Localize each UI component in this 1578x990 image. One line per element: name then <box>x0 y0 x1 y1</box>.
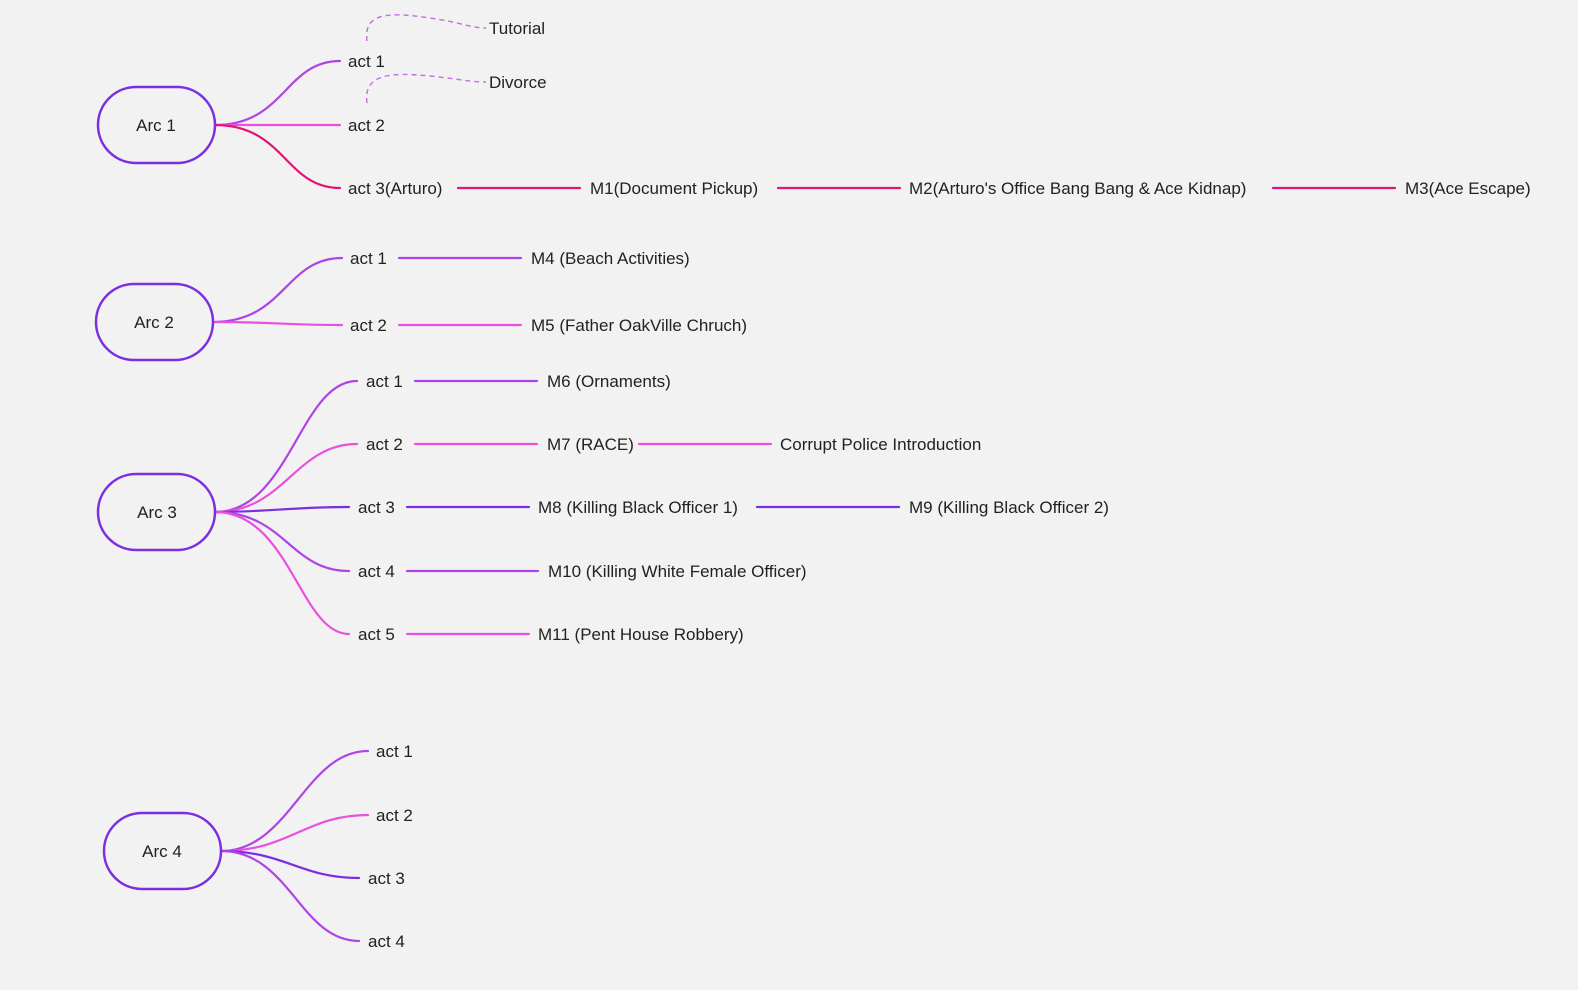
arc-3-act-4-connector <box>213 510 351 573</box>
arc-1-note-divorce-connector <box>366 73 487 104</box>
arc-3-act-2-label[interactable]: act 2 <box>366 435 403 454</box>
arc-1-mission-m2[interactable]: M2(Arturo's Office Bang Bang & Ace Kidna… <box>909 179 1246 198</box>
arc-4-label: Arc 4 <box>142 842 182 861</box>
arc-2-act-2-label[interactable]: act 2 <box>350 316 387 335</box>
arc-4-act-2-label[interactable]: act 2 <box>376 806 413 825</box>
arc-3-label: Arc 3 <box>137 503 177 522</box>
arc-2-mission-m4[interactable]: M4 (Beach Activities) <box>531 249 690 268</box>
arc-3-mission-m9[interactable]: M9 (Killing Black Officer 2) <box>909 498 1109 517</box>
arc-4-act-1-connector <box>219 749 370 853</box>
arc-4-act-2-connector <box>219 813 370 853</box>
arc-3-mission-m10[interactable]: M10 (Killing White Female Officer) <box>548 562 807 581</box>
arc-4-act-4-connector <box>219 849 361 943</box>
arc-3-mission-corrupt-police[interactable]: Corrupt Police Introduction <box>780 435 981 454</box>
arc-2-act-1-connector <box>211 256 344 324</box>
arc-3-mission-m7[interactable]: M7 (RACE) <box>547 435 634 454</box>
arc-3-mission-m8[interactable]: M8 (Killing Black Officer 1) <box>538 498 738 517</box>
arc-3-act-4-label[interactable]: act 4 <box>358 562 395 581</box>
arc-2-act-1-label[interactable]: act 1 <box>350 249 387 268</box>
arc-1-act-1-label[interactable]: act 1 <box>348 52 385 71</box>
arc-4-act-4-label[interactable]: act 4 <box>368 932 405 951</box>
arc-1-mission-m3[interactable]: M3(Ace Escape) <box>1405 179 1531 198</box>
arc-4-node[interactable] <box>102 811 223 891</box>
arc-1-label: Arc 1 <box>136 116 176 135</box>
arc-1-act-3-label[interactable]: act 3(Arturo) <box>348 179 442 198</box>
arc-2-group: Arc 2 act 1 act 2 M4 (Beach Activities) … <box>94 249 747 362</box>
arc-1-node[interactable] <box>96 85 217 165</box>
arc-2-act-2-connector <box>211 320 344 327</box>
arc-3-act-3-connector <box>213 505 351 514</box>
arc-2-node[interactable] <box>94 282 215 362</box>
arc-1-mission-m1[interactable]: M1(Document Pickup) <box>590 179 758 198</box>
arc-4-act-1-label[interactable]: act 1 <box>376 742 413 761</box>
arc-4-act-3-connector <box>219 849 361 880</box>
arc-1-act-3-connector <box>213 123 342 190</box>
arc-3-act-5-connector <box>213 510 351 636</box>
arc-4-group: Arc 4 act 1 act 2 act 3 act 4 <box>102 742 413 951</box>
arc-3-act-1-connector <box>213 379 359 514</box>
arc-3-group: Arc 3 act 1 act 2 act 3 act 4 act 5 M6 (… <box>96 372 1109 644</box>
arc-3-mission-m6[interactable]: M6 (Ornaments) <box>547 372 671 391</box>
arc-1-note-tutorial-connector <box>366 14 487 42</box>
arc-1-act-2-label[interactable]: act 2 <box>348 116 385 135</box>
arc-4-act-3-label[interactable]: act 3 <box>368 869 405 888</box>
arc-3-act-2-connector <box>213 442 359 514</box>
arc-2-mission-m5[interactable]: M5 (Father OakVille Chruch) <box>531 316 747 335</box>
arc-1-group: Arc 1 act 1 act 2 act 3(Arturo) Tutorial… <box>96 14 1531 198</box>
arc-2-label: Arc 2 <box>134 313 174 332</box>
arc-1-note-divorce[interactable]: Divorce <box>489 73 547 92</box>
arc-3-act-5-label[interactable]: act 5 <box>358 625 395 644</box>
arc-1-act-1-connector <box>213 59 342 127</box>
arc-1-note-tutorial[interactable]: Tutorial <box>489 19 545 38</box>
arc-3-act-1-label[interactable]: act 1 <box>366 372 403 391</box>
arc-3-mission-m11[interactable]: M11 (Pent House Robbery) <box>538 625 744 644</box>
arc-3-node[interactable] <box>96 472 217 552</box>
arc-3-act-3-label[interactable]: act 3 <box>358 498 395 517</box>
